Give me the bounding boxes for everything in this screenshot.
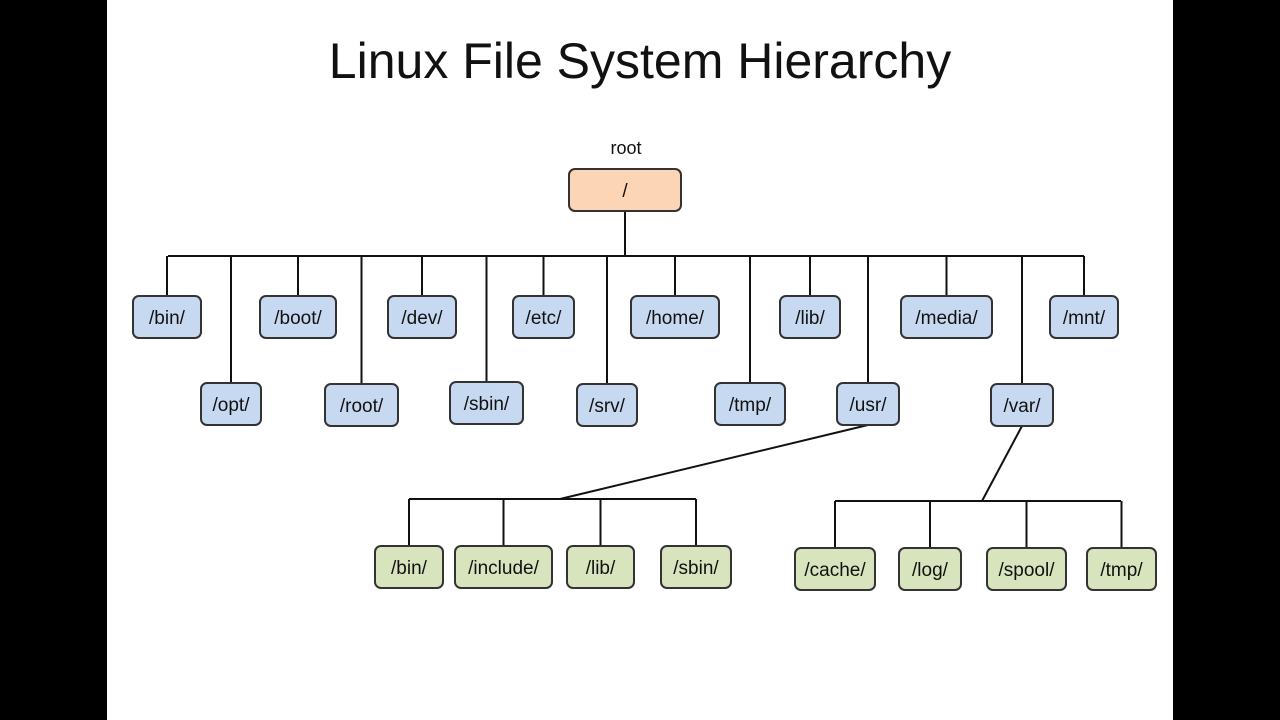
node-var-log: /log/ — [898, 547, 962, 591]
node-mnt: /mnt/ — [1049, 295, 1119, 339]
node-srv: /srv/ — [576, 383, 638, 427]
node-etc: /etc/ — [512, 295, 575, 339]
node-label-lib: /lib/ — [795, 308, 825, 329]
node-box-usr-sbin — [660, 545, 732, 589]
node-label-usr-sbin: /sbin/ — [673, 558, 719, 579]
node-label-media: /media/ — [915, 308, 978, 329]
connector-var-diagonal — [981, 425, 1023, 502]
diagram-connectors — [166, 211, 1123, 548]
node-label-var-spool: /spool/ — [999, 560, 1056, 581]
node-box-srv — [576, 383, 638, 427]
node-label-home: /home/ — [646, 308, 705, 329]
node-box-bin — [132, 295, 202, 339]
connector-usr-diagonal — [559, 424, 869, 500]
node-var-spool: /spool/ — [986, 547, 1067, 591]
node-var-cache: /cache/ — [794, 547, 876, 591]
node-box-dev — [387, 295, 457, 339]
node-box-rootdir — [324, 383, 399, 427]
node-box-usr — [836, 382, 900, 426]
node-label-dev: /dev/ — [401, 308, 443, 329]
node-label-tmp: /tmp/ — [729, 395, 772, 416]
node-var: /var/ — [990, 383, 1054, 427]
node-lib: /lib/ — [779, 295, 841, 339]
node-home: /home/ — [630, 295, 720, 339]
node-label-opt: /opt/ — [213, 395, 251, 416]
node-usr-lib: /lib/ — [566, 545, 635, 589]
node-label-srv: /srv/ — [589, 396, 626, 417]
node-label-root: / — [622, 181, 628, 202]
node-label-var-log: /log/ — [912, 560, 949, 581]
node-var-tmp: /tmp/ — [1086, 547, 1157, 591]
node-label-var-tmp: /tmp/ — [1100, 560, 1143, 581]
node-usr: /usr/ — [836, 382, 900, 426]
node-box-etc — [512, 295, 575, 339]
node-box-tmp — [714, 382, 786, 426]
node-opt: /opt/ — [200, 382, 262, 426]
node-box-var-cache — [794, 547, 876, 591]
node-label-var-cache: /cache/ — [804, 560, 866, 581]
node-label-mnt: /mnt/ — [1063, 308, 1106, 329]
node-label-sbin: /sbin/ — [464, 394, 510, 415]
node-label-rootdir: /root/ — [340, 396, 384, 417]
node-label-usr-include: /include/ — [468, 558, 539, 579]
node-box-usr-bin — [374, 545, 444, 589]
node-label-etc: /etc/ — [526, 308, 563, 329]
diagram-nodes: / /bin/ /opt/ /boot/ /root/ /dev/ /sbin/ /etc/ /… — [132, 168, 1157, 591]
slide-canvas — [107, 0, 1173, 720]
node-dev: /dev/ — [387, 295, 457, 339]
node-box-lib — [779, 295, 841, 339]
node-box-media — [900, 295, 993, 339]
node-label-boot: /boot/ — [274, 308, 322, 329]
node-box-var-log — [898, 547, 962, 591]
node-box-usr-include — [454, 545, 553, 589]
node-label-usr-lib: /lib/ — [586, 558, 616, 579]
node-media: /media/ — [900, 295, 993, 339]
node-box-var — [990, 383, 1054, 427]
node-label-usr-bin: /bin/ — [391, 558, 428, 579]
node-box-root — [568, 168, 682, 212]
node-box-opt — [200, 382, 262, 426]
node-box-sbin — [449, 381, 524, 425]
node-box-usr-lib — [566, 545, 635, 589]
node-label-var: /var/ — [1004, 396, 1042, 417]
node-box-home — [630, 295, 720, 339]
node-label-bin: /bin/ — [149, 308, 186, 329]
node-boot: /boot/ — [259, 295, 337, 339]
node-usr-bin: /bin/ — [374, 545, 444, 589]
node-usr-sbin: /sbin/ — [660, 545, 732, 589]
slide-title: Linux File System Hierarchy — [328, 33, 952, 89]
node-label-usr: /usr/ — [850, 395, 888, 416]
node-box-var-tmp — [1086, 547, 1157, 591]
node-usr-include: /include/ — [454, 545, 553, 589]
node-box-boot — [259, 295, 337, 339]
node-root: / — [568, 168, 682, 212]
node-box-mnt — [1049, 295, 1119, 339]
root-caption: root — [610, 138, 641, 158]
node-rootdir: /root/ — [324, 383, 399, 427]
node-sbin: /sbin/ — [449, 381, 524, 425]
node-box-var-spool — [986, 547, 1067, 591]
node-tmp: /tmp/ — [714, 382, 786, 426]
node-bin: /bin/ — [132, 295, 202, 339]
